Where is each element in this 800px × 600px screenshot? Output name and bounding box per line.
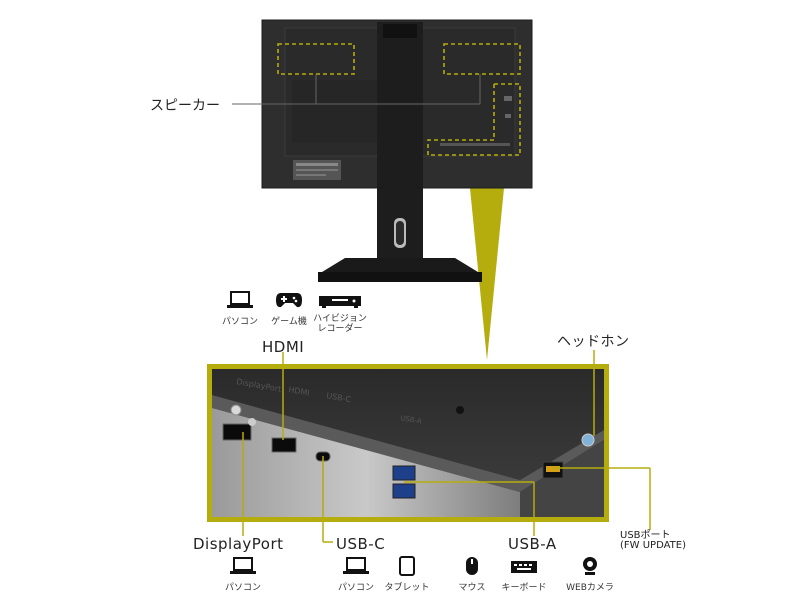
laptop-icon	[227, 291, 253, 308]
hdmi-device-pc: パソコン	[200, 290, 280, 327]
displayport-label: DisplayPort	[193, 535, 284, 553]
hdmi-device-recorder: ハイビジョン レコーダー	[300, 290, 380, 334]
webcam-icon	[583, 557, 597, 575]
usbc-label: USB-C	[336, 535, 386, 553]
headphone-label: ヘッドホン	[557, 334, 630, 350]
dp-device-pc: パソコン	[203, 556, 283, 593]
hdmi-device-pc-label: パソコン	[221, 317, 258, 327]
hdmi-label: HDMI	[262, 338, 305, 356]
gamepad-icon	[276, 293, 302, 308]
zoom-funnel	[468, 168, 506, 360]
usba-device-webcam-label: WEBカメラ	[566, 583, 614, 593]
speaker-label: スピーカー	[150, 98, 220, 114]
embossed-usba: USB-A	[400, 414, 423, 426]
tablet-icon	[399, 556, 415, 576]
usb-port-label: USBポート	[620, 530, 671, 541]
usba-device-keyboard-label: キーボード	[501, 583, 547, 593]
usba-device-keyboard: キーボード	[484, 556, 564, 593]
embossed-hdmi: HDMI	[288, 385, 311, 398]
usbc-device-pc-label: パソコン	[337, 583, 374, 593]
hdmi-device-game-label: ゲーム機	[271, 317, 307, 327]
usba-device-webcam: WEBカメラ	[550, 556, 630, 593]
laptop-icon	[230, 557, 256, 574]
hdmi-device-game: ゲーム機	[249, 290, 329, 327]
embossed-usbc: USB-C	[326, 391, 352, 404]
recorder-icon	[319, 296, 361, 308]
usb-port-fw-label: (FW UPDATE)	[620, 540, 686, 551]
usbc-device-pc: パソコン	[316, 556, 396, 593]
usba-device-mouse-label: マウス	[458, 583, 486, 593]
usbc-device-tablet: タブレット	[367, 556, 447, 593]
hdmi-device-recorder-label: ハイビジョン レコーダー	[313, 314, 367, 334]
mouse-icon	[466, 557, 478, 575]
keyboard-icon	[511, 561, 537, 573]
usbc-device-tablet-label: タブレット	[384, 583, 430, 593]
usba-label: USB-A	[508, 535, 557, 553]
dp-device-pc-label: パソコン	[224, 583, 261, 593]
laptop-icon	[343, 557, 369, 574]
usba-device-mouse: マウス	[432, 556, 512, 593]
